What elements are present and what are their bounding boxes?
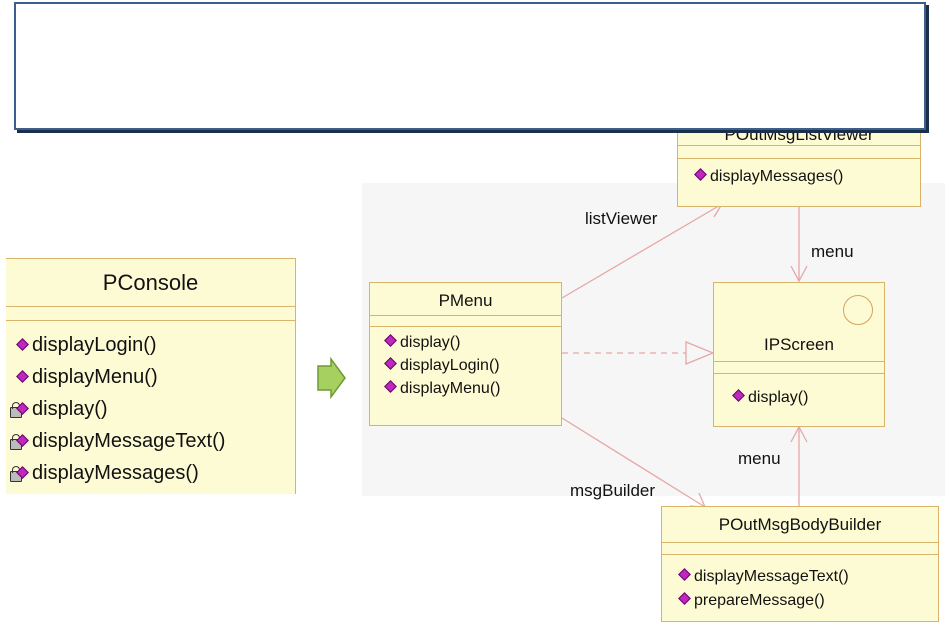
public-operation-icon — [16, 338, 29, 351]
pconsole-class: PConsole displayLogin() displayMenu() di… — [6, 258, 296, 494]
association-menu-bottom-arrowhead — [790, 425, 808, 443]
poutmsgbodybuilder-class-name: POutMsgBodyBuilder — [662, 507, 938, 543]
pconsole-attributes-compartment — [6, 307, 295, 321]
pconsole-operation: displayMessages() — [10, 457, 295, 489]
interface-circle-icon — [843, 295, 873, 325]
ipscreen-operation: display() — [732, 386, 884, 410]
title-banner — [14, 2, 926, 130]
pconsole-class-name: PConsole — [6, 259, 295, 307]
poutmsglistviewer-attributes-compartment — [678, 146, 920, 159]
association-listviewer — [561, 203, 723, 299]
pmenu-class-name: PMenu — [370, 283, 561, 316]
ipscreen-interface-name: IPScreen — [714, 283, 884, 362]
realization-ipscreen-arrowhead — [685, 341, 715, 365]
pconsole-operation: displayMessageText() — [10, 425, 295, 457]
pmenu-operation: displayMenu() — [384, 377, 561, 400]
public-operation-icon — [678, 592, 691, 605]
public-operation-icon — [384, 357, 397, 370]
ipscreen-interface: IPScreen display() — [713, 282, 885, 427]
pconsole-operations: displayLogin() displayMenu() display() d… — [6, 321, 295, 489]
pconsole-operation: displayLogin() — [16, 329, 295, 361]
pmenu-operations: display() displayLogin() displayMenu() — [370, 327, 561, 400]
ipscreen-attributes-compartment — [714, 362, 884, 374]
poutmsgbodybuilder-attributes-compartment — [662, 543, 938, 555]
menu-role-label-top: menu — [811, 242, 854, 261]
pmenu-class: PMenu display() displayLogin() displayMe… — [369, 282, 562, 426]
poutmsgbodybuilder-operation: displayMessageText() — [678, 565, 938, 589]
association-menu-top-arrowhead — [790, 265, 808, 283]
msgbuilder-role-label: msgBuilder — [570, 481, 656, 500]
poutmsgbodybuilder-operation: prepareMessage() — [678, 589, 938, 613]
poutmsglistviewer-operations: displayMessages() — [678, 159, 920, 189]
poutmsgbodybuilder-operations: displayMessageText() prepareMessage() — [662, 555, 938, 613]
public-operation-icon — [384, 334, 397, 347]
listviewer-role-label: listViewer — [585, 209, 658, 228]
poutmsgbodybuilder-class: POutMsgBodyBuilder displayMessageText() … — [661, 506, 939, 622]
pconsole-operation: display() — [10, 393, 295, 425]
public-operation-icon — [678, 568, 691, 581]
pmenu-operation: displayLogin() — [384, 354, 561, 377]
public-operation-icon — [16, 370, 29, 383]
pmenu-operation: display() — [384, 331, 561, 354]
public-operation-icon — [694, 168, 707, 181]
ipscreen-operations: display() — [714, 374, 884, 410]
pmenu-attributes-compartment — [370, 316, 561, 327]
pconsole-operation: displayMenu() — [16, 361, 295, 393]
poutmsglistviewer-operation: displayMessages() — [694, 165, 920, 189]
public-operation-icon — [732, 389, 745, 402]
public-operation-icon — [384, 380, 397, 393]
menu-role-label-bottom: menu — [738, 449, 781, 468]
association-msgbuilder — [561, 417, 706, 508]
transformation-arrow-icon — [317, 356, 346, 400]
